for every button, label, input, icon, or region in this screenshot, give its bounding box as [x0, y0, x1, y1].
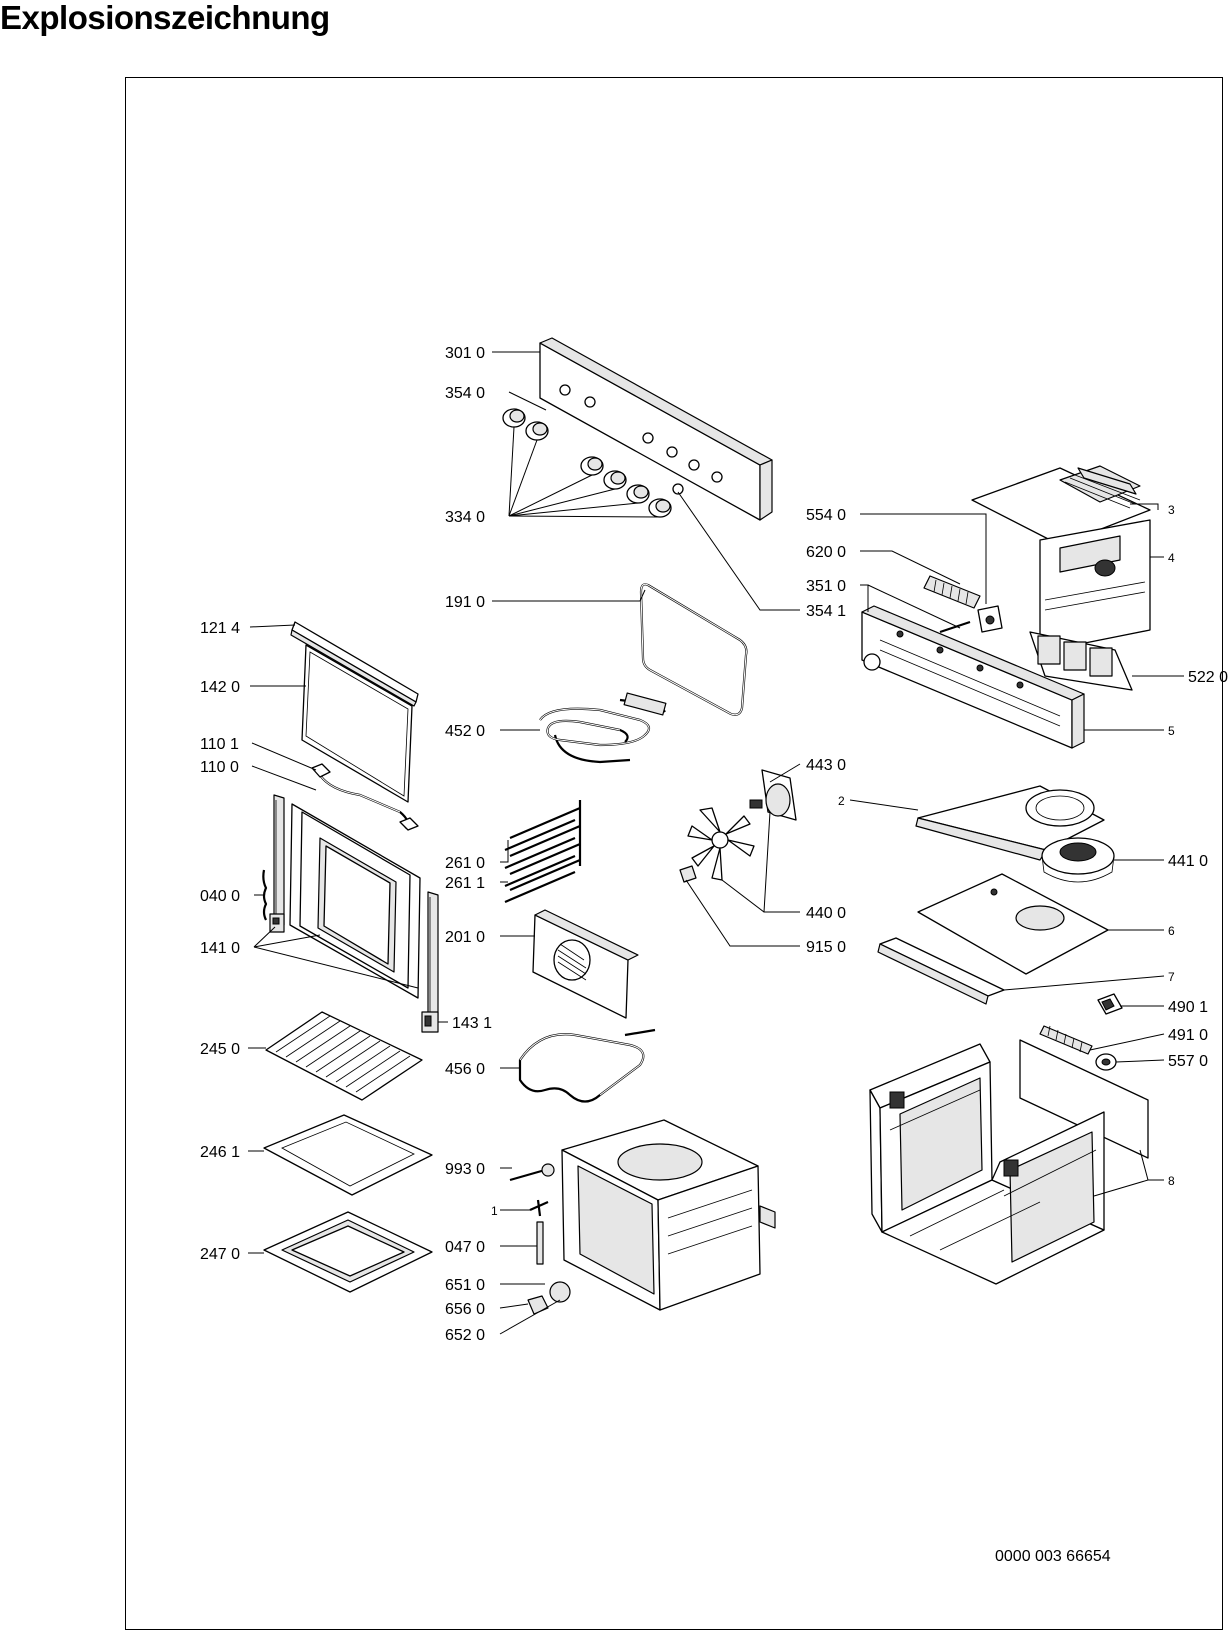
diagram-frame: [125, 77, 1223, 1630]
part-housing-frame: [869, 1039, 1149, 1285]
label-245-0: 245 0: [200, 1041, 240, 1058]
label-261-1: 261 1: [445, 875, 485, 892]
label-490-1: 490 1: [1168, 999, 1208, 1016]
part-fan-motor: [749, 769, 797, 821]
part-lamp-holder: [1095, 1053, 1117, 1071]
part-thermostat: [939, 605, 1003, 634]
part-door-side-left: [273, 794, 285, 926]
part-bottom-heating-element: [518, 1028, 656, 1103]
label-1: 1: [491, 1204, 498, 1218]
part-top-cover: [971, 465, 1151, 546]
part-oven-cavity: [561, 1119, 776, 1311]
label-452-0: 452 0: [445, 723, 485, 740]
part-labels: 301 0 354 0 334 0 354 1 191 0 121 4 142 …: [200, 345, 1228, 1344]
label-246-1: 246 1: [200, 1144, 240, 1161]
label-040-0: 040 0: [200, 888, 240, 905]
part-fan-blade: [687, 807, 755, 881]
part-outer-door: [289, 803, 421, 999]
label-142-0: 142 0: [200, 679, 240, 696]
part-switch: [1097, 993, 1123, 1015]
label-456-0: 456 0: [445, 1061, 485, 1078]
label-047-0: 047 0: [445, 1239, 485, 1256]
page-title: Explosionszeichnung: [0, 0, 330, 36]
label-7: 7: [1168, 970, 1175, 984]
label-6: 6: [1168, 924, 1175, 938]
label-334-0: 334 0: [445, 509, 485, 526]
part-connector-strip: [1039, 1025, 1093, 1055]
label-491-0: 491 0: [1168, 1027, 1208, 1044]
label-121-4: 121 4: [200, 620, 240, 637]
part-control-panel: [539, 337, 773, 521]
part-fan-motor-housing: [1041, 837, 1115, 883]
label-8: 8: [1168, 1174, 1175, 1188]
label-620-0: 620 0: [806, 544, 846, 561]
part-fan-nut: [679, 865, 697, 883]
part-small-parts: [509, 1163, 571, 1315]
part-fan-cover: [915, 785, 1105, 861]
label-201-0: 201 0: [445, 929, 485, 946]
label-191-0: 191 0: [445, 594, 485, 611]
label-915-0: 915 0: [806, 939, 846, 956]
part-baking-tray: [263, 1114, 433, 1196]
label-141-0: 141 0: [200, 940, 240, 957]
label-993-0: 993 0: [445, 1161, 485, 1178]
part-wire-rack: [265, 1011, 423, 1101]
label-651-0: 651 0: [445, 1277, 485, 1294]
part-terminal-block: [923, 575, 981, 609]
part-electronics-module: [1039, 519, 1151, 653]
label-4: 4: [1168, 551, 1175, 565]
label-247-0: 247 0: [200, 1246, 240, 1263]
part-door-trim: [290, 621, 419, 707]
label-261-0: 261 0: [445, 855, 485, 872]
part-knobs: [502, 408, 672, 518]
label-354-0: 354 0: [445, 385, 485, 402]
part-bottom-plate: [917, 873, 1109, 975]
leader-lines: [248, 351, 1184, 1335]
part-door-handle: [311, 763, 419, 831]
part-shelf-supports: [504, 800, 582, 904]
label-3: 3: [1168, 503, 1175, 517]
part-inner-glass: [301, 644, 413, 803]
label-554-0: 554 0: [806, 507, 846, 524]
part-door-seal: [639, 583, 748, 716]
label-351-0: 351 0: [806, 578, 846, 595]
part-top-heating-element: [539, 692, 667, 764]
part-spring: [262, 869, 268, 921]
label-443-0: 443 0: [806, 757, 846, 774]
label-557-0: 557 0: [1168, 1053, 1208, 1070]
part-relay-board: [1029, 631, 1133, 691]
label-354-1: 354 1: [806, 603, 846, 620]
label-110-1: 110 1: [200, 736, 239, 753]
label-301-0: 301 0: [445, 345, 485, 362]
label-110-0: 110 0: [200, 759, 239, 776]
document-number: 0000 003 66654: [995, 1548, 1111, 1565]
label-652-0: 652 0: [445, 1327, 485, 1344]
part-front-strip: [877, 937, 1005, 1005]
part-door-side-right: [427, 891, 439, 1021]
part-hinge: [269, 913, 285, 933]
part-control-bracket: [861, 605, 1085, 749]
part-rear-panel: [532, 909, 639, 1019]
label-522-0: 522 0: [1188, 669, 1228, 686]
label-143-1: 143 1: [452, 1015, 492, 1032]
label-2: 2: [838, 794, 845, 808]
part-deep-tray: [263, 1211, 433, 1293]
label-656-0: 656 0: [445, 1301, 485, 1318]
label-5: 5: [1168, 724, 1175, 738]
part-clip: [421, 1011, 439, 1033]
label-441-0: 441 0: [1168, 853, 1208, 870]
label-440-0: 440 0: [806, 905, 846, 922]
